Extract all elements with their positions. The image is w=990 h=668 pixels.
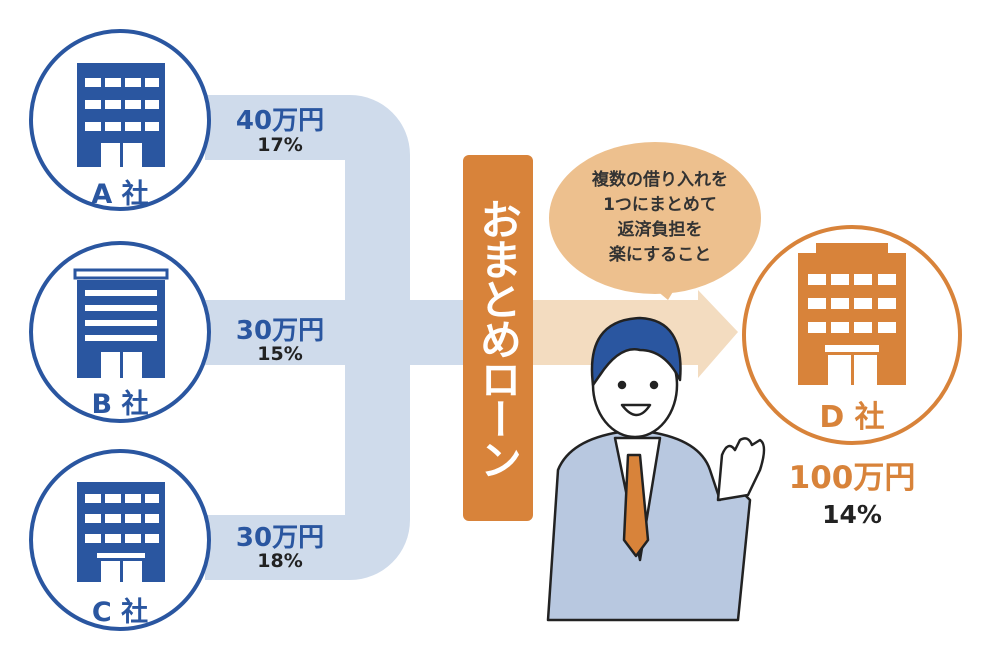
- building-d-icon: [798, 243, 906, 385]
- bubble-line: 楽にすること: [608, 245, 712, 265]
- lender-a-amount: 40万円: [235, 106, 325, 136]
- bubble-line: 複数の借り入れを: [592, 170, 728, 190]
- flow-pipes: [205, 95, 465, 580]
- lender-c-rate: 18%: [257, 550, 303, 572]
- result-amount: 100万円: [788, 460, 916, 496]
- result-name: D 社: [819, 400, 885, 435]
- lender-a-rate: 17%: [257, 134, 303, 156]
- lender-b-name: B 社: [91, 389, 149, 420]
- lender-a-name: A 社: [91, 179, 149, 210]
- consolidation-loan-label: おまとめローン: [463, 155, 533, 521]
- lender-b-rate: 15%: [257, 343, 303, 365]
- building-a-icon: [77, 63, 165, 167]
- speech-bubble-text: 複数の借り入れを 1つにまとめて 返済負担を 楽にすること: [560, 168, 760, 268]
- lender-c-name: C 社: [91, 597, 149, 628]
- speech-bubble: [549, 142, 761, 300]
- lender-c-amount: 30万円: [235, 523, 325, 553]
- building-b-icon: [73, 268, 169, 378]
- businessman-illustration: [546, 316, 766, 622]
- bubble-line: 返済負担を: [617, 220, 703, 240]
- building-c-icon: [77, 482, 165, 582]
- bubble-line: 1つにまとめて: [603, 195, 717, 215]
- lender-b-amount: 30万円: [235, 316, 325, 346]
- result-rate: 14%: [822, 500, 882, 529]
